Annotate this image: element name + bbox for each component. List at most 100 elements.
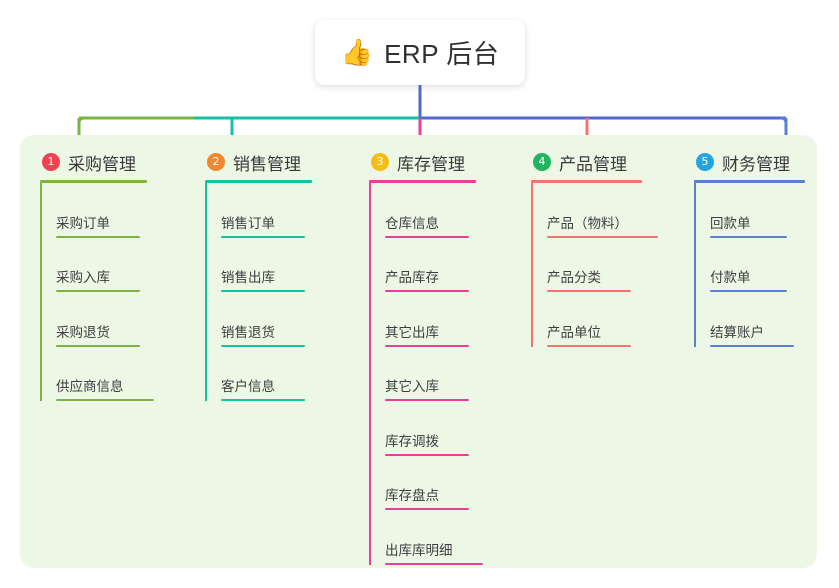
branch-item[interactable]: 回款单	[694, 183, 805, 238]
branch-badge-1: 1	[42, 153, 60, 171]
branch-item[interactable]: 产品（物料）	[531, 183, 658, 238]
branch-item-label: 销售出库	[221, 270, 275, 285]
branch-item-rule	[56, 344, 140, 347]
branch-spine-5	[694, 183, 696, 347]
branch-item[interactable]: 客户信息	[205, 347, 312, 401]
branch-item-label: 供应商信息	[56, 379, 124, 394]
branch-item-label: 销售订单	[221, 215, 275, 231]
branch-item-rule	[221, 344, 305, 347]
branch-item-rule	[385, 344, 469, 347]
branch-item-label: 付款单	[710, 270, 751, 285]
branch-items-2: 销售订单销售出库销售退货客户信息	[205, 183, 312, 401]
branch-items-1: 采购订单采购入库采购退货供应商信息	[40, 183, 154, 401]
branch-item[interactable]: 仓库信息	[369, 183, 483, 238]
branch-header-rule-4	[531, 180, 642, 183]
branch-spine-4	[531, 183, 533, 347]
branch-item[interactable]: 其它入库	[369, 347, 483, 401]
thumbs-up-icon: 👍	[340, 37, 374, 68]
branch-header-4[interactable]: 4 产品管理	[531, 148, 658, 176]
branch-items-5: 回款单付款单结算账户	[694, 183, 805, 347]
branches-panel	[20, 135, 817, 568]
branch-column-4: 4 产品管理产品（物料） 产品分类产品单位	[531, 148, 658, 347]
branch-item[interactable]: 销售出库	[205, 238, 312, 292]
branch-item[interactable]: 库存调拨	[369, 401, 483, 456]
branch-item-label: 产品单位	[547, 324, 601, 340]
branch-item[interactable]: 供应商信息	[40, 347, 154, 401]
branch-item-rule	[547, 344, 631, 347]
branch-item-rule	[547, 290, 631, 292]
branch-title-3: 库存管理	[397, 154, 465, 174]
branch-header-5[interactable]: 5 财务管理	[694, 148, 805, 176]
branch-item-label: 库存盘点	[385, 488, 439, 503]
branch-header-rule-3	[369, 180, 476, 183]
branch-items-3: 仓库信息产品库存其它出库其它入库库存调拨库存盘点出库库明细	[369, 183, 483, 565]
branch-item-rule	[385, 399, 469, 401]
branch-item-label: 其它入库	[385, 379, 439, 394]
branch-item-rule	[710, 235, 787, 238]
branch-item[interactable]: 产品单位	[531, 292, 658, 347]
branch-items-4: 产品（物料） 产品分类产品单位	[531, 183, 658, 347]
branch-item-label: 出库库明细	[385, 542, 453, 558]
branch-item-label: 回款单	[710, 215, 751, 231]
branch-item-rule	[385, 235, 469, 238]
branch-item-label: 产品（物料）	[547, 215, 628, 231]
branch-item-label: 销售退货	[221, 324, 275, 340]
branch-item[interactable]: 产品分类	[531, 238, 658, 292]
branch-item[interactable]: 结算账户	[694, 292, 805, 347]
branch-badge-3: 3	[371, 153, 389, 171]
branch-header-rule-1	[40, 180, 147, 183]
branch-item-rule	[56, 399, 154, 401]
branch-item[interactable]: 销售退货	[205, 292, 312, 347]
branch-item[interactable]: 产品库存	[369, 238, 483, 292]
branch-header-3[interactable]: 3 库存管理	[369, 148, 483, 176]
branch-spine-1	[40, 183, 42, 401]
branch-item[interactable]: 销售订单	[205, 183, 312, 238]
branch-item-rule	[385, 453, 469, 456]
branch-item[interactable]: 库存盘点	[369, 456, 483, 510]
branch-column-3: 3 库存管理仓库信息产品库存其它出库其它入库库存调拨库存盘点出库库明细	[369, 148, 483, 565]
branch-header-rule-2	[205, 180, 312, 183]
branch-item-rule	[710, 290, 787, 292]
branch-item-rule	[547, 235, 658, 238]
branch-column-5: 5 财务管理回款单付款单结算账户	[694, 148, 805, 347]
branch-item-label: 结算账户	[710, 324, 764, 340]
root-node-title: ERP 后台	[384, 39, 500, 69]
branch-item-label: 仓库信息	[385, 215, 439, 231]
branch-item-label: 库存调拨	[385, 433, 439, 449]
branch-item-label: 其它出库	[385, 324, 439, 340]
branch-item-rule	[710, 344, 794, 347]
branch-spine-2	[205, 183, 207, 401]
branch-header-rule-5	[694, 180, 805, 183]
branch-title-4: 产品管理	[559, 154, 627, 174]
branch-item[interactable]: 付款单	[694, 238, 805, 292]
branch-badge-5: 5	[696, 153, 714, 171]
branch-item-rule	[385, 508, 469, 510]
branch-item-rule	[56, 235, 140, 238]
branch-badge-4: 4	[533, 153, 551, 171]
root-node-card[interactable]: 👍 ERP 后台	[315, 20, 525, 85]
branch-item[interactable]: 其它出库	[369, 292, 483, 347]
branch-item-label: 产品库存	[385, 270, 439, 285]
branch-item-rule	[221, 399, 305, 401]
branch-item-rule	[56, 290, 140, 292]
root-node-content: 👍 ERP 后台	[341, 34, 500, 71]
branch-item-label: 采购入库	[56, 270, 110, 285]
branch-item-label: 采购订单	[56, 215, 110, 231]
branch-item[interactable]: 采购订单	[40, 183, 154, 238]
branch-item[interactable]: 采购退货	[40, 292, 154, 347]
branch-item[interactable]: 出库库明细	[369, 510, 483, 565]
branch-item-label: 客户信息	[221, 379, 275, 394]
branch-item-rule	[385, 290, 469, 292]
branch-spine-3	[369, 183, 371, 565]
branch-item[interactable]: 采购入库	[40, 238, 154, 292]
branch-title-5: 财务管理	[722, 154, 790, 174]
branch-item-rule	[221, 290, 305, 292]
branch-item-rule	[385, 562, 483, 565]
branch-title-2: 销售管理	[233, 154, 301, 174]
branch-item-label: 采购退货	[56, 324, 110, 340]
